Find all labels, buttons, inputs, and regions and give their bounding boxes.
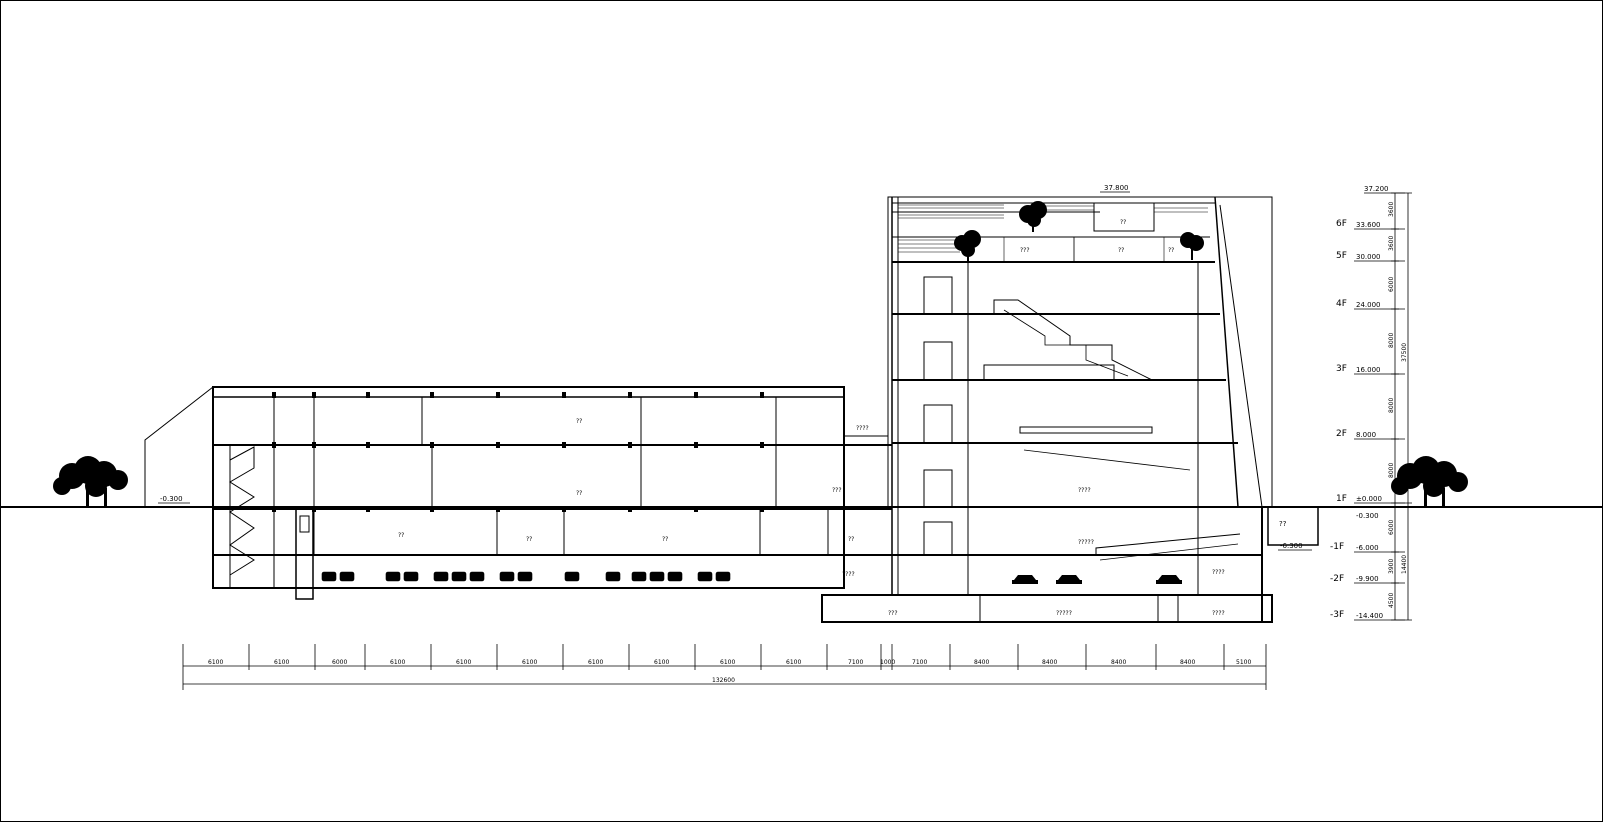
bay-dim: 6100 (786, 659, 801, 666)
floor-level: 16.000 (1356, 366, 1381, 374)
bay-dim: 8400 (1111, 659, 1126, 666)
bay-dim: 8400 (1180, 659, 1195, 666)
floor-level: 24.000 (1356, 301, 1381, 309)
bay-dim: 6100 (720, 659, 735, 666)
ramp-room-label: ?? (1279, 520, 1287, 528)
ground-left-level-text: -0.300 (160, 495, 183, 503)
left-slope-wall (144, 386, 214, 507)
floor-level: -14.400 (1356, 612, 1383, 620)
floor-name: -1F (1330, 542, 1344, 552)
floor-level: -6.000 (1356, 544, 1379, 552)
room-label: ???? (1212, 610, 1225, 617)
bay-dim: 6100 (274, 659, 289, 666)
bay-dim: 6100 (390, 659, 405, 666)
vertical-dim: 8000 (1388, 333, 1395, 348)
low-block-columns (313, 397, 829, 555)
floor-name: 2F (1336, 429, 1347, 439)
roof-planters (898, 204, 1208, 263)
bay-dim: 6000 (332, 659, 347, 666)
vertical-dim: 3900 (1388, 559, 1395, 574)
room-label: ????? (1078, 539, 1094, 546)
roof-level-text: 37.800 (1104, 184, 1129, 192)
bay-dim: 6100 (522, 659, 537, 666)
bay-dim: 6100 (654, 659, 669, 666)
horizontal-dimension-chain (182, 644, 1267, 690)
vertical-dim: 8000 (1388, 463, 1395, 478)
floor-name: -2F (1330, 574, 1344, 584)
room-label: ??? (888, 610, 898, 617)
floor-name: 3F (1336, 364, 1347, 374)
parked-cars (321, 571, 731, 582)
floor-name: -3F (1330, 610, 1344, 620)
room-label: ?? (1168, 247, 1174, 254)
bay-dim: 6100 (456, 659, 471, 666)
floor-level: 8.000 (1356, 431, 1376, 439)
room-label: ?? (576, 418, 582, 425)
vertical-dim: 4500 (1388, 593, 1395, 608)
floor-name: 6F (1336, 219, 1347, 229)
vertical-dim: 3600 (1388, 236, 1395, 251)
room-label: ?? (1118, 247, 1124, 254)
room-label: ???? (1078, 487, 1091, 494)
top-level-text: 37.200 (1364, 185, 1389, 193)
bay-dim: 6100 (208, 659, 223, 666)
roof-tree-icon (954, 201, 1204, 262)
room-label: ???? (1212, 569, 1225, 576)
room-label: ?? (848, 536, 854, 543)
bay-dim: 7100 (912, 659, 927, 666)
column-markers (272, 392, 764, 512)
floor-level: 30.000 (1356, 253, 1381, 261)
vertical-dim: 6000 (1388, 277, 1395, 292)
floor-name: 1F (1336, 494, 1347, 504)
room-label: ????? (1056, 610, 1072, 617)
bay-dim: 6100 (588, 659, 603, 666)
roof-level-marker: 37.800 (1100, 184, 1130, 193)
ramp-level-text: -6.300 (1280, 542, 1303, 550)
vertical-dim: 3600 (1388, 202, 1395, 217)
vertical-dim: 8000 (1388, 398, 1395, 413)
low-block (212, 386, 892, 589)
stair-core (229, 397, 275, 588)
tower-stair-landings (923, 276, 953, 556)
bay-dim: 7100 (848, 659, 863, 666)
basement-height-dim: 14400 (1401, 555, 1408, 574)
room-label: ??? (832, 487, 842, 494)
basement-cars (1012, 575, 1182, 584)
total-height-dim: 37500 (1401, 343, 1408, 362)
floor-name: 4F (1336, 299, 1347, 309)
room-label: ???? (856, 425, 869, 432)
vertical-dim: 6000 (1388, 520, 1395, 535)
room-labels: ?? ?? ?? ?? ?? ?? ???? ??? ???? ???? ???… (398, 219, 1225, 617)
floor-level: ±0.000 (1356, 495, 1382, 503)
basement-block (821, 506, 1319, 623)
bay-dim: 5100 (1236, 659, 1251, 666)
bay-dim: 8400 (1042, 659, 1057, 666)
room-label: ??? (1020, 247, 1030, 254)
room-label: ?? (398, 532, 404, 539)
ground-left-level-marker: -0.300 (158, 495, 190, 504)
floor-level: 33.600 (1356, 221, 1381, 229)
bay-dimension-labels: 6100 6100 6000 6100 6100 6100 6100 6100 … (208, 659, 1251, 684)
extra-level-text: -0.300 (1356, 512, 1379, 520)
total-width-dim: 132600 (712, 677, 735, 684)
floor-level-schedule: 37.200 6F 33.600 5F 30.000 4F 24.000 3F … (1330, 185, 1405, 621)
vertical-dimension-chain: 3600 3600 6000 8000 8000 8000 6000 3900 … (1388, 192, 1412, 621)
tree-left-icon (53, 456, 128, 506)
floor-level: -9.900 (1356, 575, 1379, 583)
bay-dim: 8400 (974, 659, 989, 666)
ramp-level-marker: ?? -6.300 (1278, 520, 1312, 551)
floor-name: 5F (1336, 251, 1347, 261)
tree-right-icon (1391, 456, 1468, 506)
room-label: ?? (1120, 219, 1126, 226)
room-label: ?? (662, 536, 668, 543)
tower-block (887, 196, 1273, 595)
bay-dim: 1000 (880, 659, 895, 666)
room-label: ???? (842, 571, 855, 578)
elevator-shaft (295, 508, 314, 600)
room-label: ?? (576, 490, 582, 497)
room-label: ?? (526, 536, 532, 543)
